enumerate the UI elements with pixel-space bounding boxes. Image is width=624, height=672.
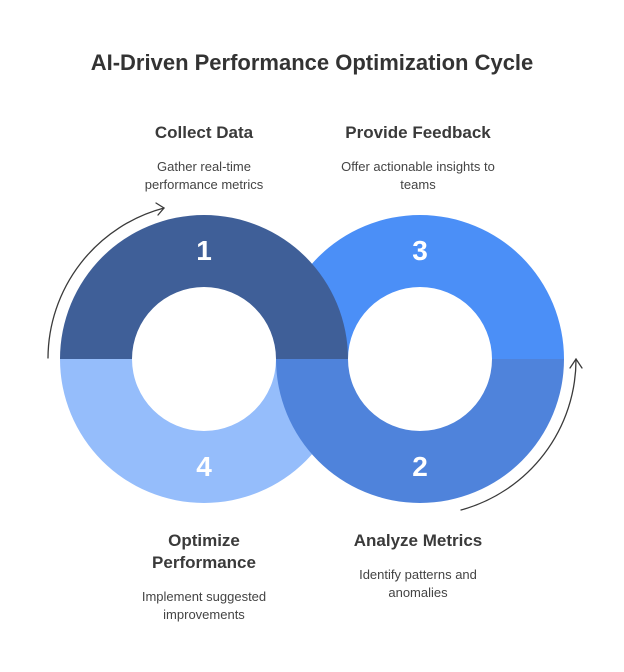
segment-2 (276, 359, 564, 503)
step-2-block: Analyze Metrics Identify patterns and an… (318, 530, 518, 602)
step-1-heading: Collect Data (154, 123, 254, 142)
step-4-description: Implement suggested improvements (141, 589, 267, 622)
step-3-heading: Provide Feedback (345, 123, 491, 142)
step-2-number: 2 (412, 451, 428, 482)
step-4-heading: Optimize Performance (152, 531, 256, 572)
segment-4 (60, 359, 348, 503)
step-4-number: 4 (196, 451, 212, 482)
page-title: AI-Driven Performance Optimization Cycle (90, 50, 534, 75)
step-2-description: Identify patterns and anomalies (359, 567, 477, 600)
arrow-top-left (47, 207, 165, 359)
step-3-number: 3 (412, 235, 428, 266)
step-1-description: Gather real-time performance metrics (144, 159, 264, 192)
arrow-bottom-right (460, 358, 577, 511)
segment-3 (276, 215, 564, 359)
arrow-head-top-left (155, 202, 165, 216)
segment-1 (60, 215, 348, 359)
step-4-block: Optimize Performance Implement suggested… (104, 530, 304, 624)
arrow-head-bottom-right (569, 357, 583, 369)
step-2-heading: Analyze Metrics (353, 531, 483, 550)
step-3-description: Offer actionable insights to teams (341, 159, 495, 192)
step-3-block: Provide Feedback Offer actionable insigh… (318, 122, 518, 194)
step-1-block: Collect Data Gather real-time performanc… (104, 122, 304, 194)
step-1-number: 1 (196, 235, 212, 266)
